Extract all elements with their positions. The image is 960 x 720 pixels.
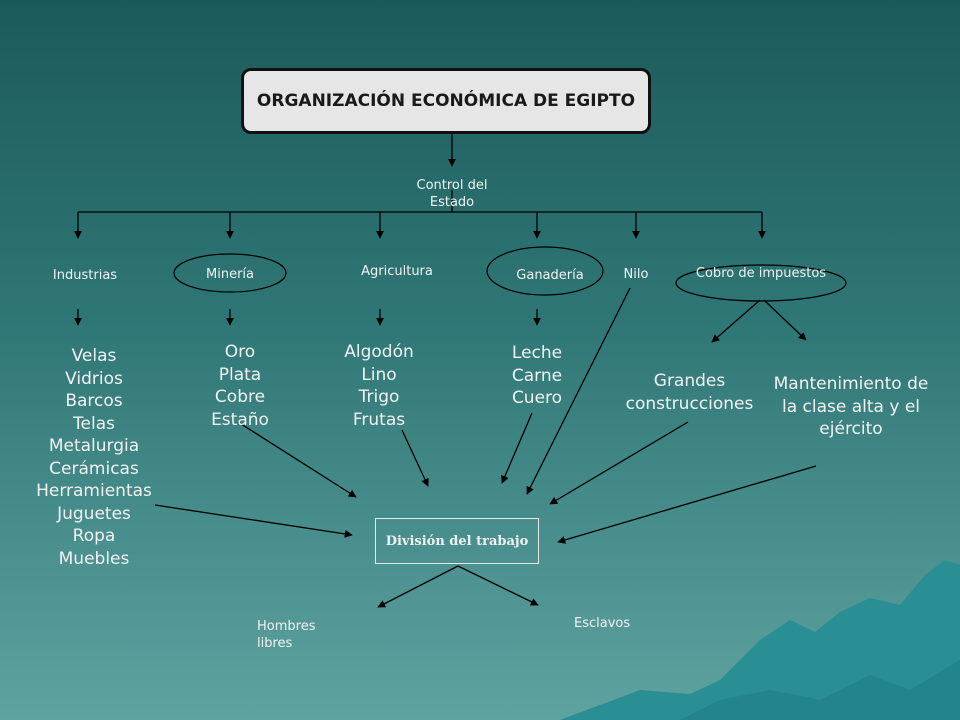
list-item: Trigo [358,387,400,407]
node-cobro-shape [675,264,847,302]
list-item: Metalurgia [48,436,140,456]
list-item: Estaño [211,409,269,430]
arrow-agricultura-division [401,429,429,487]
list-item: Cobre [214,387,266,407]
impuestos-construcciones: Grandes construcciones [625,371,754,414]
list-item: Cuero [511,388,563,408]
list-item: Vidrios [65,368,123,389]
arrow-cobro-construcciones [711,299,761,343]
list-item: Leche [511,343,563,363]
list-item: Carne [511,365,563,386]
list-industrias: Velas Vidrios Barcos Telas Metalurgia Ce… [24,345,164,570]
list-item: Telas [73,413,115,434]
node-ganaderia-shape [486,246,604,296]
arrow-mineria-division [237,421,357,498]
node-mineria: Minería [206,267,254,282]
arrow-mantenimiento-division [557,465,817,544]
diagram-title: ORGANIZACIÓN ECONÓMICA DE EGIPTO [241,68,651,134]
list-item: Herramientas [36,481,152,501]
list-item: Frutas [352,409,406,430]
arrow-cobro-mantenimiento [763,299,807,341]
list-item: Muebles [58,548,130,569]
arrow-division-hombres [377,565,459,608]
list-mineria: Oro Plata Cobre Estaño [190,341,290,431]
list-item: Cerámicas [49,458,139,479]
list-item: Plata [218,364,262,385]
list-item: Oro [224,342,256,362]
list-item: Juguetes [57,503,131,524]
outcome-hombres-libres: Hombres libres [257,619,316,651]
node-agricultura: Agricultura [361,264,433,279]
list-item: Lino [361,364,397,385]
impuestos-mantenimiento: Mantenimiento de la clase alta y el ejér… [773,374,929,439]
division-box: División del trabajo [375,518,539,564]
node-cobro: Cobro de impuestos [695,266,827,281]
node-nilo: Nilo [623,267,649,282]
list-item: Velas [71,346,117,366]
arrow-construcciones-division [549,421,689,505]
list-agricultura: Algodón Lino Trigo Frutas [324,341,434,431]
node-ganaderia: Ganadería [516,268,584,283]
node-mineria-shape [173,253,287,293]
arrow-nilo-division [526,287,631,495]
list-item: Ropa [72,526,116,546]
arrow-division-esclavos [457,565,539,606]
arrow-ganaderia-division [501,412,533,484]
list-item: Algodón [344,342,414,362]
outcome-esclavos: Esclavos [574,616,631,631]
control-label: Control del Estado [416,178,488,210]
arrow-industrias-division [154,504,353,538]
list-ganaderia: Leche Carne Cuero [487,342,587,410]
node-industrias: Industrias [52,268,118,283]
list-item: Barcos [65,391,123,411]
